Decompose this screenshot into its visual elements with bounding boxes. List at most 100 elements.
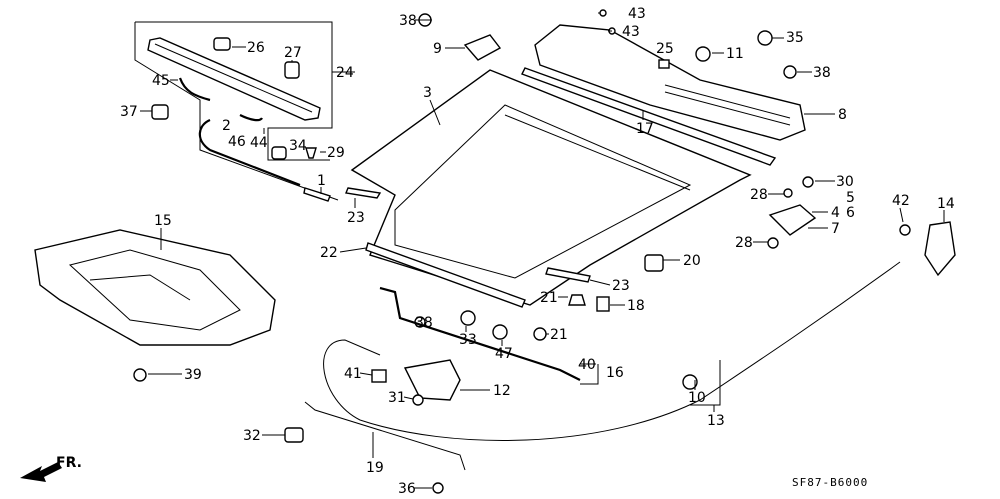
callout-17: 17: [636, 121, 654, 137]
callout-22: 22: [320, 245, 338, 261]
clip-39: [133, 368, 147, 382]
callout-3: 3: [423, 85, 432, 101]
callout-2: 2: [222, 118, 231, 134]
callout-30: 30: [836, 174, 854, 190]
undercover-ribs: [68, 249, 241, 331]
washer-hose-46: [198, 118, 301, 187]
clip-35: [757, 30, 773, 46]
grommet-10: [682, 374, 698, 390]
bolt-30: [802, 176, 814, 188]
callout-41: 41: [344, 366, 362, 382]
callout-7: 7: [831, 221, 840, 237]
engine-undercover-15: [34, 229, 276, 346]
callout-21: 21: [550, 327, 568, 343]
clip-25: [658, 59, 670, 69]
front-direction-arrow-icon: [20, 462, 62, 482]
bracket-9: [463, 34, 502, 61]
callout-15: 15: [154, 213, 172, 229]
clip-27: [284, 61, 300, 79]
callout-20: 20: [683, 253, 701, 269]
callout-44: 44: [250, 135, 268, 151]
hood-release-cable-13: [323, 261, 901, 441]
callout-18: 18: [627, 298, 645, 314]
hood-edge-strip-22: [365, 242, 526, 308]
callout-47: 47: [495, 346, 513, 362]
callout-6: 6: [846, 205, 855, 221]
callout-8: 8: [838, 107, 847, 123]
callout-36: 36: [398, 481, 416, 497]
bracket-24: [135, 21, 355, 161]
bumper-20: [644, 254, 664, 272]
grommet-29: [305, 147, 317, 159]
stopper-21: [568, 294, 586, 306]
callout-16: 16: [606, 365, 624, 381]
bolt-42: [899, 224, 911, 236]
callout-5: 5: [846, 190, 855, 206]
callout-26: 26: [247, 40, 265, 56]
clip-32: [284, 427, 304, 443]
callout-9: 9: [433, 41, 442, 57]
callout-43: 43: [628, 6, 646, 22]
callout-10: 10: [688, 390, 706, 406]
callout-33: 33: [459, 332, 477, 348]
front-direction-label: FR.: [56, 455, 82, 471]
clip-26: [213, 37, 231, 51]
cowl-grille: [664, 84, 791, 126]
clip-34: [271, 146, 287, 160]
hood-inner-frame: [394, 104, 692, 279]
grommet-18: [596, 296, 610, 312]
cowl-seal-17: [521, 67, 777, 166]
callout-25: 25: [656, 41, 674, 57]
callout-31: 31: [388, 390, 406, 406]
grommet-33: [460, 310, 476, 326]
callout-35: 35: [786, 30, 804, 46]
callout-45: 45: [152, 73, 170, 89]
callout-28: 28: [735, 235, 753, 251]
seal-detail: [154, 43, 313, 113]
callout-38: 38: [415, 315, 433, 331]
callout-1: 1: [317, 173, 326, 189]
callout-19: 19: [366, 460, 384, 476]
callout-43: 43: [622, 24, 640, 40]
callout-38: 38: [813, 65, 831, 81]
callout-14: 14: [937, 196, 955, 212]
hood-latch-12: [403, 359, 461, 401]
bolt-28-upper: [783, 188, 793, 198]
hood-support-rod-16: [379, 286, 581, 381]
hood-inner-rib: [504, 114, 691, 191]
clip-37: [151, 104, 169, 120]
callout-21: 21: [540, 290, 558, 306]
clip-41: [371, 369, 387, 383]
callout-12: 12: [493, 383, 511, 399]
callout-32: 32: [243, 428, 261, 444]
latch-rod-19: [304, 401, 466, 471]
screw-43a: [599, 9, 607, 17]
seal-23-left: [345, 187, 382, 199]
washer-nozzle-1: [303, 187, 331, 202]
diagram-code: SF87-B6000: [792, 476, 868, 489]
callout-23: 23: [612, 278, 630, 294]
washer-hose-44: [239, 114, 263, 122]
clip-11: [695, 46, 711, 62]
release-handle-14: [924, 221, 956, 277]
seal-23-right: [545, 267, 591, 283]
hood-seal-strip: [147, 37, 321, 121]
stopper-21-lower: [533, 327, 547, 341]
callout-29: 29: [327, 145, 345, 161]
callout-13: 13: [707, 413, 725, 429]
callout-40: 40: [578, 357, 596, 373]
washer-hose-45: [178, 77, 211, 102]
callout-34: 34: [289, 138, 307, 154]
callout-28: 28: [750, 187, 768, 203]
hood: [350, 69, 752, 306]
callout-11: 11: [726, 46, 744, 62]
leader-lines: [140, 12, 945, 489]
callout-24: 24: [336, 65, 354, 81]
callout-39: 39: [184, 367, 202, 383]
callout-38: 38: [399, 13, 417, 29]
hood-hinge-7: [768, 204, 817, 236]
callout-23: 23: [347, 210, 365, 226]
bolt-28-lower: [767, 237, 779, 249]
callout-37: 37: [120, 104, 138, 120]
